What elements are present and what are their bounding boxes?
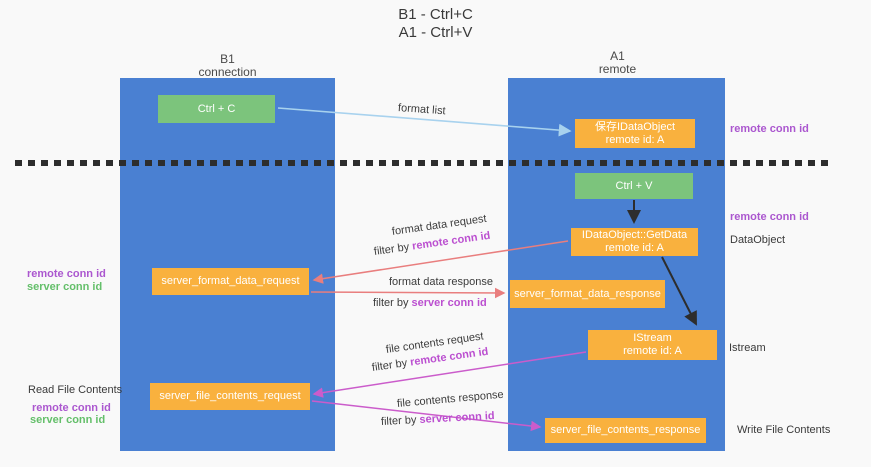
save-idataobject-line1: 保存IDataObject (594, 120, 676, 133)
column-b1-role: connection (198, 65, 257, 79)
title-line-1: B1 - Ctrl+C (398, 6, 473, 23)
column-a1-role: remote (598, 62, 637, 76)
node-save-idataobject: 保存IDataObject remote id: A (575, 119, 695, 148)
label-format-data-response: format data response (389, 276, 493, 288)
ctrl-c-label: Ctrl + C (197, 102, 236, 115)
session-divider-dashed-line (15, 160, 833, 166)
annotation-left-remote-conn-id-top: remote conn id (27, 268, 106, 280)
server-format-data-request-label: server_format_data_request (161, 275, 300, 287)
column-header-a1: A1 remote (550, 50, 685, 76)
server-file-contents-response-label: server_file_contents_response (550, 424, 701, 436)
node-istream: IStream remote id: A (588, 330, 717, 360)
label-file-contents-response: file contents response (396, 388, 505, 410)
filter-by-text: filter by (371, 357, 408, 374)
annotation-remote-conn-id-top: remote conn id (730, 123, 809, 135)
annotation-left-server-conn-id-bottom: server conn id (30, 414, 106, 426)
node-server-format-data-request: server_format_data_request (152, 268, 309, 295)
label-filter-by-remote-1: filter by remote conn id (373, 230, 491, 258)
annotation-left-remote-conn-id-bottom: remote conn id (32, 402, 111, 414)
server-conn-id-accent: server conn id (419, 410, 495, 426)
column-header-b1: B1 connection (160, 53, 295, 79)
server-file-contents-request-label: server_file_contents_request (159, 390, 301, 402)
annotation-istream: Istream (729, 342, 766, 354)
annotation-left-server-conn-id-top: server conn id (27, 281, 103, 293)
filter-by-text: filter by (373, 241, 410, 258)
label-format-list: format list (397, 102, 446, 118)
annotation-read-file-contents: Read File Contents (28, 384, 123, 396)
ctrl-v-label: Ctrl + V (615, 179, 653, 192)
column-b1-name: B1 (220, 52, 235, 66)
format-data-response-arrow (310, 287, 506, 299)
getdata-line2: remote id: A (605, 242, 664, 254)
annotation-dataobject: DataObject (730, 234, 786, 246)
server-format-data-response-label: server_format_data_response (514, 287, 661, 300)
diagram-title: B1 - Ctrl+C A1 - Ctrl+V (0, 6, 871, 42)
istream-line2: remote id: A (623, 345, 682, 357)
column-a1-name: A1 (610, 49, 625, 63)
filter-by-text: filter by (373, 297, 409, 309)
title-line-2: A1 - Ctrl+V (398, 24, 473, 41)
node-server-file-contents-request: server_file_contents_request (150, 383, 310, 410)
node-server-file-contents-response: server_file_contents_response (545, 418, 706, 443)
node-ctrl-v: Ctrl + V (575, 173, 693, 199)
save-idataobject-line2: remote id: A (605, 133, 665, 146)
annotation-write-file-contents: Write File Contents (737, 424, 831, 436)
istream-line1: IStream (633, 332, 672, 344)
node-ctrl-c: Ctrl + C (158, 95, 275, 123)
node-server-format-data-response: server_format_data_response (510, 280, 665, 308)
server-conn-id-accent: server conn id (411, 297, 487, 309)
getdata-line1: IDataObject::GetData (581, 229, 688, 241)
label-filter-by-server-2: filter by server conn id (381, 410, 495, 428)
node-idataobject-getdata: IDataObject::GetData remote id: A (571, 228, 698, 256)
label-filter-by-server-1: filter by server conn id (373, 297, 487, 309)
filter-by-text: filter by (380, 414, 417, 428)
annotation-remote-conn-id-mid: remote conn id (730, 211, 809, 223)
